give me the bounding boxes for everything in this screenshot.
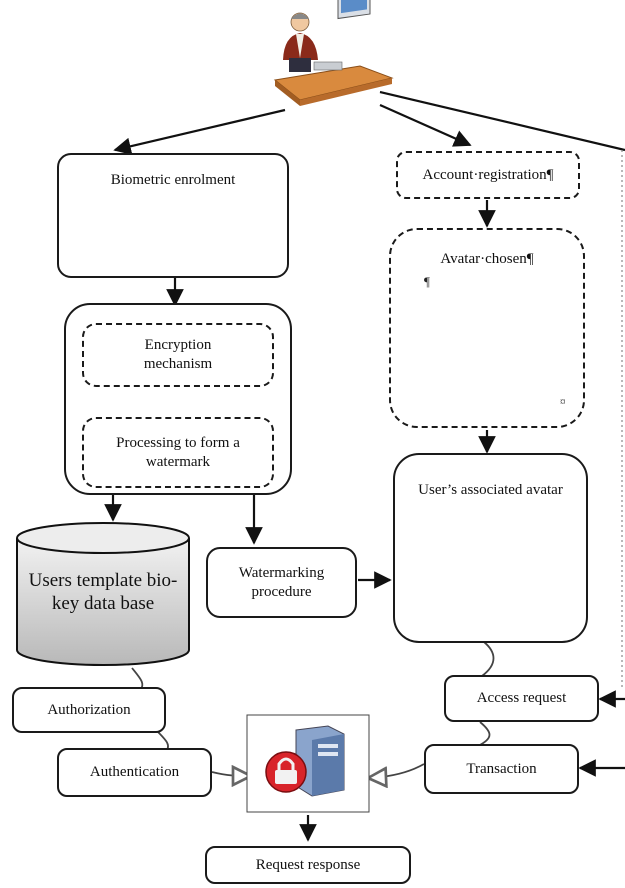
curve-access-to-transaction <box>477 721 491 747</box>
users-template-database <box>16 522 190 666</box>
authentication-label: Authentication <box>89 764 180 781</box>
secure-server-icon <box>265 725 345 797</box>
authorization-box: Authorization <box>12 687 166 733</box>
arrow-user-to-enrolment <box>113 108 286 155</box>
access-request-label: Access request <box>476 690 567 707</box>
encryption-mechanism-box: Encryption mechanism <box>82 323 274 387</box>
request-response-box: Request response <box>205 846 411 884</box>
watermarking-procedure-box: Watermarking procedure <box>206 547 357 618</box>
avatar-chosen-label: Avatar·chosen¶ <box>440 251 534 267</box>
avatar-chosen-box: Avatar·chosen¶ <box>389 228 585 428</box>
processing-watermark-label: Processing to form a watermark <box>116 434 240 470</box>
authorization-label: Authorization <box>47 701 131 718</box>
arrow-user-to-registration <box>379 103 472 147</box>
user-at-computer-icon <box>273 0 394 106</box>
access-request-box: Access request <box>444 675 599 722</box>
users-associated-avatar-label: User’s associated avatar <box>418 482 563 498</box>
curve-transaction-to-server <box>368 763 425 778</box>
biometric-enrolment-box: Biometric enrolment <box>57 153 289 278</box>
authentication-box: Authentication <box>57 748 212 797</box>
pilcrow-mark: ¶ <box>424 274 430 289</box>
account-registration-box: Account·registration¶ <box>396 151 580 199</box>
account-registration-label: Account·registration¶ <box>422 166 554 183</box>
users-associated-avatar-box: User’s associated avatar <box>393 453 588 643</box>
end-mark: ¤ <box>560 396 566 408</box>
request-response-label: Request response <box>255 856 361 873</box>
biometric-enrolment-label: Biometric enrolment <box>110 172 236 188</box>
watermarking-procedure-label: Watermarking procedure <box>238 564 325 600</box>
users-template-db-label: Users template bio-key data base <box>28 570 178 614</box>
line-user-to-right <box>379 90 625 152</box>
encryption-mechanism-label: Encryption mechanism <box>143 337 213 372</box>
curve-associated-to-access <box>481 641 495 677</box>
transaction-box: Transaction <box>424 744 579 794</box>
processing-watermark-box: Processing to form a watermark <box>82 417 274 488</box>
curve-authentication-to-server <box>211 772 251 776</box>
transaction-label: Transaction <box>466 760 537 777</box>
